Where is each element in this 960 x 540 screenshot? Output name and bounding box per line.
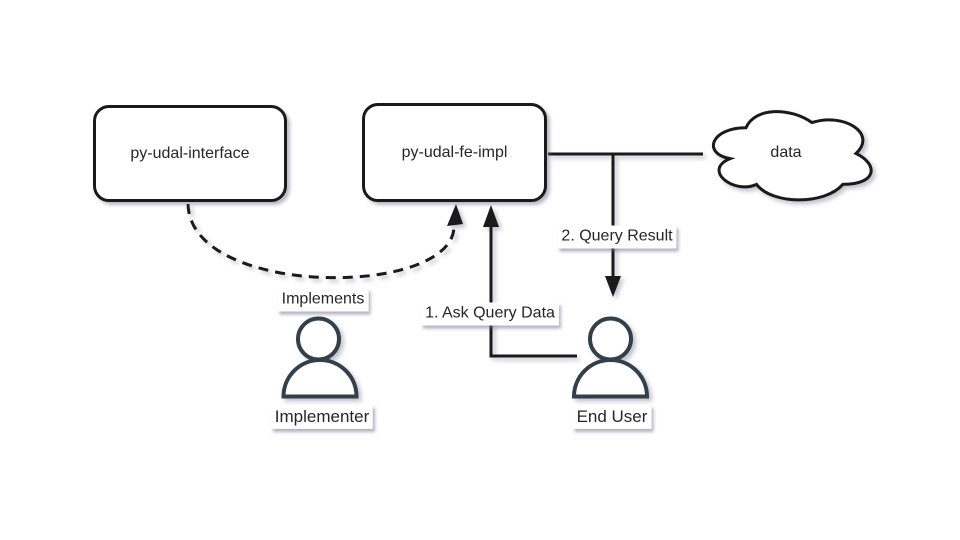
implementer-person-icon [281,316,359,399]
actor-label-implementer: Implementer [270,404,374,430]
implements-curve [186,203,456,280]
implementer-head [296,316,341,362]
end-user-person-icon [571,316,650,399]
node-py-udal-interface-label: py-udal-interface [130,144,250,162]
end-user-body [571,358,650,399]
query-result-arrowhead-down-icon [605,276,621,297]
node-py-udal-fe-impl: py-udal-fe-impl [362,103,547,202]
node-py-udal-fe-impl-label: py-udal-fe-impl [401,143,508,161]
ask-query-arrowhead-up-icon [483,205,499,227]
edge-label-implements: Implements [277,288,369,312]
implements-arrowhead-up-icon [447,204,463,226]
implementer-body [281,358,359,399]
node-py-udal-interface: py-udal-interface [93,105,287,202]
edge-label-query-result: 2. Query Result [557,225,677,249]
ask-query-line [489,226,577,358]
end-user-head [588,316,633,362]
edge-label-ask-query-data: 1. Ask Query Data [421,302,559,326]
cloud-label-data: data [770,144,802,161]
actor-label-end-user: End User [572,404,652,430]
data-cloud-shape [711,110,873,202]
